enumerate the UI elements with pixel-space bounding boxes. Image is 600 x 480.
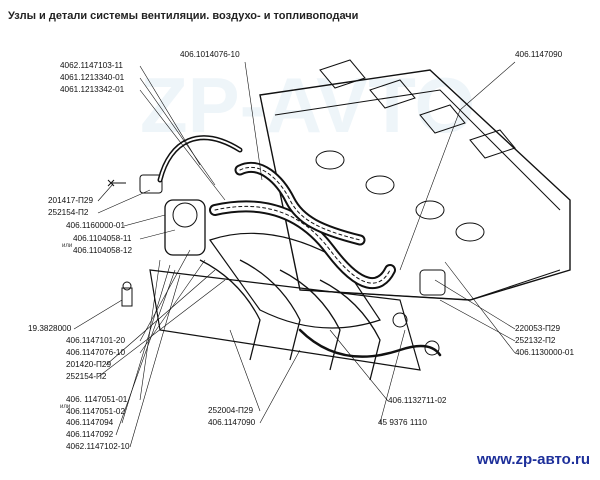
part-label: 406. 1147051-01 <box>66 395 128 404</box>
part-label: 201417-П29 <box>48 196 94 205</box>
watermark: ZP-AVTO <box>140 61 476 149</box>
thermostat-housing <box>419 269 446 296</box>
part-label: 252154-П2 <box>48 208 89 217</box>
part-label: 406.1104058-11 <box>73 234 132 243</box>
bolt <box>107 179 126 187</box>
part-label: 406.1147076-10 <box>66 348 126 357</box>
part-label: 406.1147090 <box>515 50 563 59</box>
exhaust-port-4 <box>469 129 516 159</box>
idle-valve <box>139 174 163 194</box>
exhaust-port-3 <box>419 104 466 134</box>
part-label: 4061.1213340-01 <box>60 73 125 82</box>
fuel-line <box>298 328 442 358</box>
part-label: 252132-П2 <box>515 336 556 345</box>
intake-runner-1 <box>199 259 261 361</box>
temp-sensor <box>121 287 133 307</box>
part-label: 4062.1147102-10 <box>66 442 130 451</box>
intake-runner-2 <box>239 259 301 361</box>
exhaust-port-1 <box>319 59 366 89</box>
part-label: 406.1147101-20 <box>66 336 126 345</box>
part-label: 4062.1147103-11 <box>60 61 123 70</box>
exhaust-port-2 <box>369 79 416 109</box>
part-label: 252004-П29 <box>208 406 254 415</box>
part-label: 406.1147051-02 <box>66 407 126 416</box>
part-label: 406.1160000-01 <box>66 221 126 230</box>
throttle-body <box>164 199 206 256</box>
part-label: 406.1147090 <box>208 418 256 427</box>
part-label: 406.1147094 <box>66 418 114 427</box>
receiver <box>209 232 381 329</box>
diagram-title: Узлы и детали системы вентиляции. воздух… <box>8 10 359 22</box>
website-link[interactable]: www.zp-авто.ru <box>476 451 590 468</box>
plug-well-3 <box>415 200 445 220</box>
part-label: 45 9376 1110 <box>378 418 427 427</box>
intake-runner-3 <box>279 269 341 371</box>
part-label: 252154-П2 <box>66 372 107 381</box>
part-label: 220053-П29 <box>515 324 561 333</box>
part-label: 406.1130000-01 <box>515 348 575 357</box>
plug-well-1 <box>315 150 345 170</box>
part-label: 406.1104058-12 <box>73 246 133 255</box>
part-label: 19.3828000 <box>28 324 72 333</box>
part-label: 201420-П29 <box>66 360 112 369</box>
part-label-or: или <box>60 404 71 410</box>
intake-runner-4 <box>319 279 381 381</box>
part-label: 406.1014076-10 <box>180 50 240 59</box>
head-cover <box>259 69 571 301</box>
plug-well-4 <box>455 222 485 242</box>
part-label: 406.1132711-02 <box>388 396 447 405</box>
part-label-or: или <box>62 243 73 249</box>
part-label: 406.1147092 <box>66 430 114 439</box>
part-label: 4061.1213342-01 <box>60 85 125 94</box>
plug-well-2 <box>365 175 395 195</box>
